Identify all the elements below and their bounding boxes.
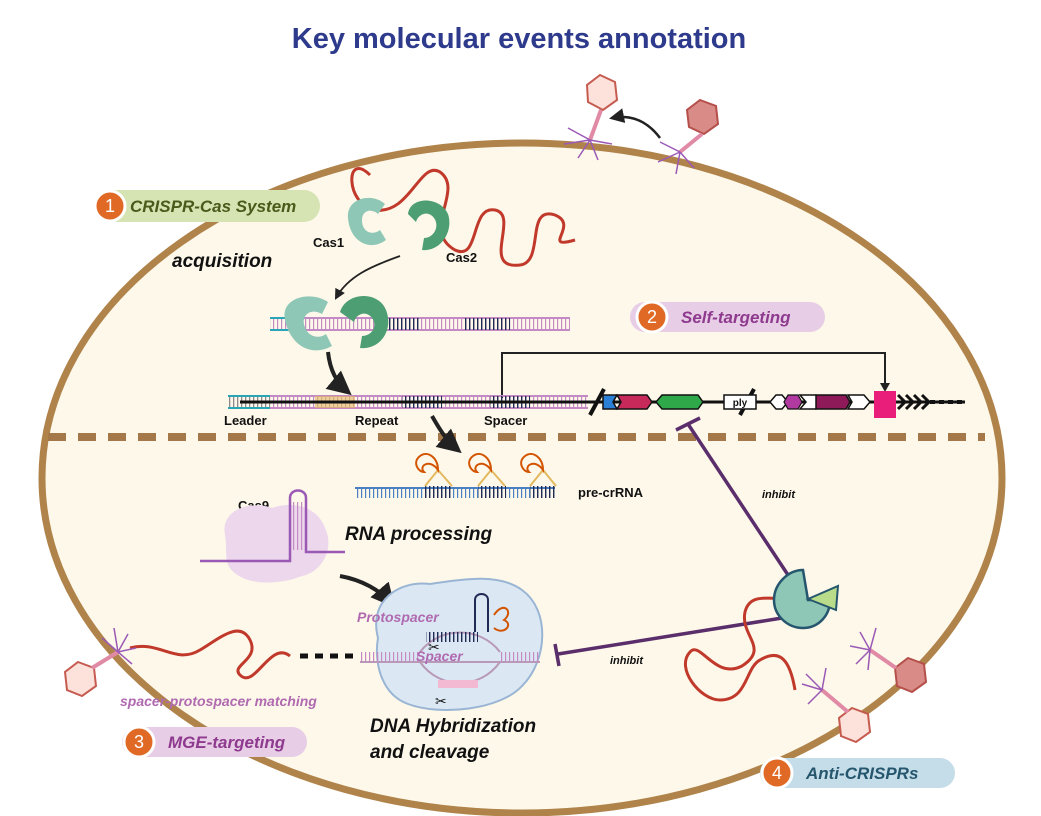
scissors-icon: ✂ [435,694,447,710]
anti-crispr-dna [683,596,797,702]
phage-icon [657,98,720,175]
invading-dna-left [129,629,291,680]
matching-label: spacer-protospacer matching [120,693,317,709]
arrow-icon [325,351,352,396]
anti-crispr-wedge-icon [805,584,840,612]
phage-icon [563,73,619,161]
arrow-icon [609,108,661,139]
spacer-inner-label: Spacer [416,648,464,664]
badge-label: Anti-CRISPRs [805,764,918,783]
rna-processing-label: RNA processing [345,524,492,545]
inhibit-line-top [686,423,792,579]
ply-label: ply [733,398,748,409]
phage-icon [63,627,137,698]
cas2-label: Cas2 [446,250,477,265]
badge-number: 3 [134,732,144,752]
cas9-protein-icon [224,504,329,583]
page-title: Key molecular events annotation [292,23,746,55]
invading-dna-top [350,167,576,267]
crispr-array [228,395,600,409]
badge-number: 2 [647,307,657,327]
gene-icon [615,394,653,410]
target-gene-icon [874,391,896,418]
cas2-complex-icon [340,295,389,349]
leader-label: Leader [224,413,267,428]
pre-crrna-strand [355,452,557,498]
gene-icon [846,394,871,410]
badge-crispr-cas: 1 CRISPR-Cas System [93,189,320,223]
gene-icon [783,394,803,410]
gene-icon [815,394,851,410]
cas1-protein-icon [347,197,386,246]
badge-number: 4 [772,763,782,783]
scissors-icon: ✂ [428,640,440,656]
acquisition-label: acquisition [172,251,272,272]
cas2-protein-icon [408,200,450,251]
hybridization-label-line2: and cleavage [370,742,490,763]
pre-crrna-label: pre-crRNA [578,485,644,500]
badge-self-targeting: 2 Self-targeting [630,300,825,334]
spacer-label: Spacer [484,413,527,428]
repeat-label: Repeat [355,413,399,428]
badge-label: MGE-targeting [168,733,286,752]
self-targeting-bracket [501,352,886,398]
target-dna [360,593,540,688]
cas1-complex-icon [284,296,332,351]
cas9-complex-icon [375,577,544,711]
cas1-label: Cas1 [313,235,344,250]
arrow-icon [334,255,401,300]
gene-icon [655,394,704,410]
anti-crispr-protein-icon [772,568,832,630]
inhibit-label-bottom: inhibit [610,655,644,667]
badge-label: Self-targeting [681,308,791,327]
arrow-icon [430,415,462,454]
badge-number: 1 [105,196,115,216]
badge-anti-crisprs: 4 Anti-CRISPRs [760,756,955,790]
protospacer-label: Protospacer [357,609,440,625]
badge-label: CRISPR-Cas System [130,197,296,216]
phage-icon [849,627,928,694]
guide-rna [200,489,345,563]
inhibit-label-top: inhibit [762,489,796,501]
phage-icon [801,667,872,744]
gene-icon [602,394,619,410]
host-genome: ply [588,388,965,418]
hybridization-label-line1: DNA Hybridization [370,716,536,737]
badge-mge-targeting: 3 MGE-targeting [122,725,307,759]
